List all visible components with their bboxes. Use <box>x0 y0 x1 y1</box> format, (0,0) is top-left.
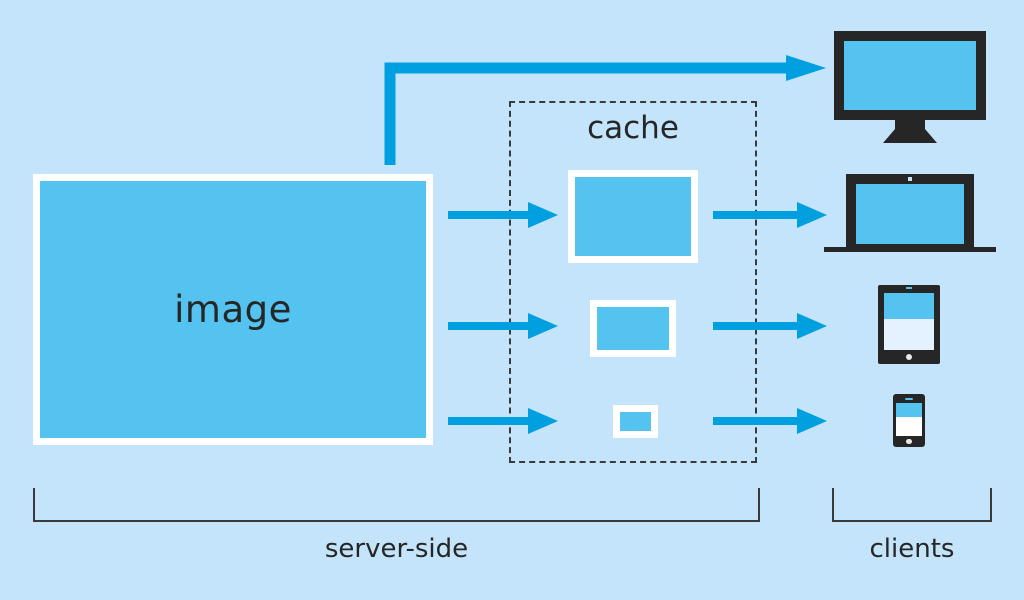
clients-caption: clients <box>869 534 955 564</box>
tablet-icon <box>878 285 940 364</box>
desktop-monitor-icon <box>834 31 986 143</box>
laptop-icon <box>824 174 996 254</box>
arrow-source-to-small <box>448 407 558 435</box>
source-image-block: image <box>33 174 433 445</box>
small-cached-image <box>613 405 658 438</box>
arrow-medium-to-tablet <box>713 312 827 340</box>
smartphone-icon <box>893 394 925 447</box>
cache-label: cache <box>587 110 679 146</box>
server-side-bracket <box>33 488 760 522</box>
arrow-source-to-large <box>448 201 558 229</box>
clients-bracket <box>832 488 992 522</box>
arrow-bypass-cache-to-monitor <box>376 55 826 165</box>
cache-container <box>509 101 757 463</box>
arrow-large-to-laptop <box>713 201 827 229</box>
source-image-label: image <box>174 288 292 331</box>
medium-cached-image <box>590 300 676 357</box>
arrow-small-to-phone <box>713 407 827 435</box>
arrow-source-to-medium <box>448 312 558 340</box>
server-side-caption: server-side <box>324 534 469 564</box>
large-cached-image <box>568 170 698 263</box>
